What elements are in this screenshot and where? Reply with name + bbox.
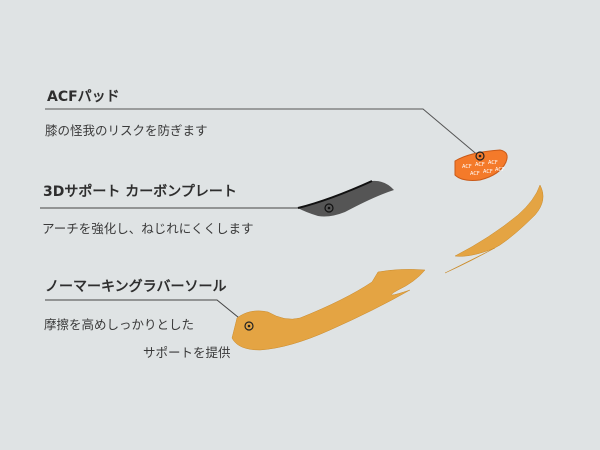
acf-marker-icon [475, 151, 485, 161]
acf-pad-description: 膝の怪我のリスクを防ぎます [45, 123, 208, 138]
carbon-marker-icon [324, 203, 334, 213]
rubber-sole-description-line2: サポートを提供 [143, 345, 231, 360]
acf-pad: ACF ACF ACF ACF ACF ACF [454, 149, 508, 181]
svg-text:ACF: ACF [495, 167, 505, 173]
svg-text:ACF: ACF [483, 169, 493, 175]
rubber-sole [231, 184, 544, 351]
carbon-plate-title: 3Dサポート カーボンプレート [43, 184, 237, 200]
acf-leader-line [45, 108, 481, 158]
carbon-plate-description: アーチを強化し、ねじれにくくします [42, 221, 254, 236]
acf-pad-title: ACFパッド [47, 89, 120, 105]
sole-marker-icon [244, 321, 254, 331]
rubber-sole-title: ノーマーキングラバーソール [45, 279, 227, 295]
svg-text:ACF: ACF [470, 171, 480, 177]
rubber-sole-description-line1: 摩擦を高めしっかりとした [44, 317, 195, 332]
carbon-plate [297, 180, 394, 217]
svg-text:ACF: ACF [462, 164, 472, 170]
svg-text:ACF: ACF [488, 160, 498, 166]
svg-text:ACF: ACF [475, 162, 485, 168]
